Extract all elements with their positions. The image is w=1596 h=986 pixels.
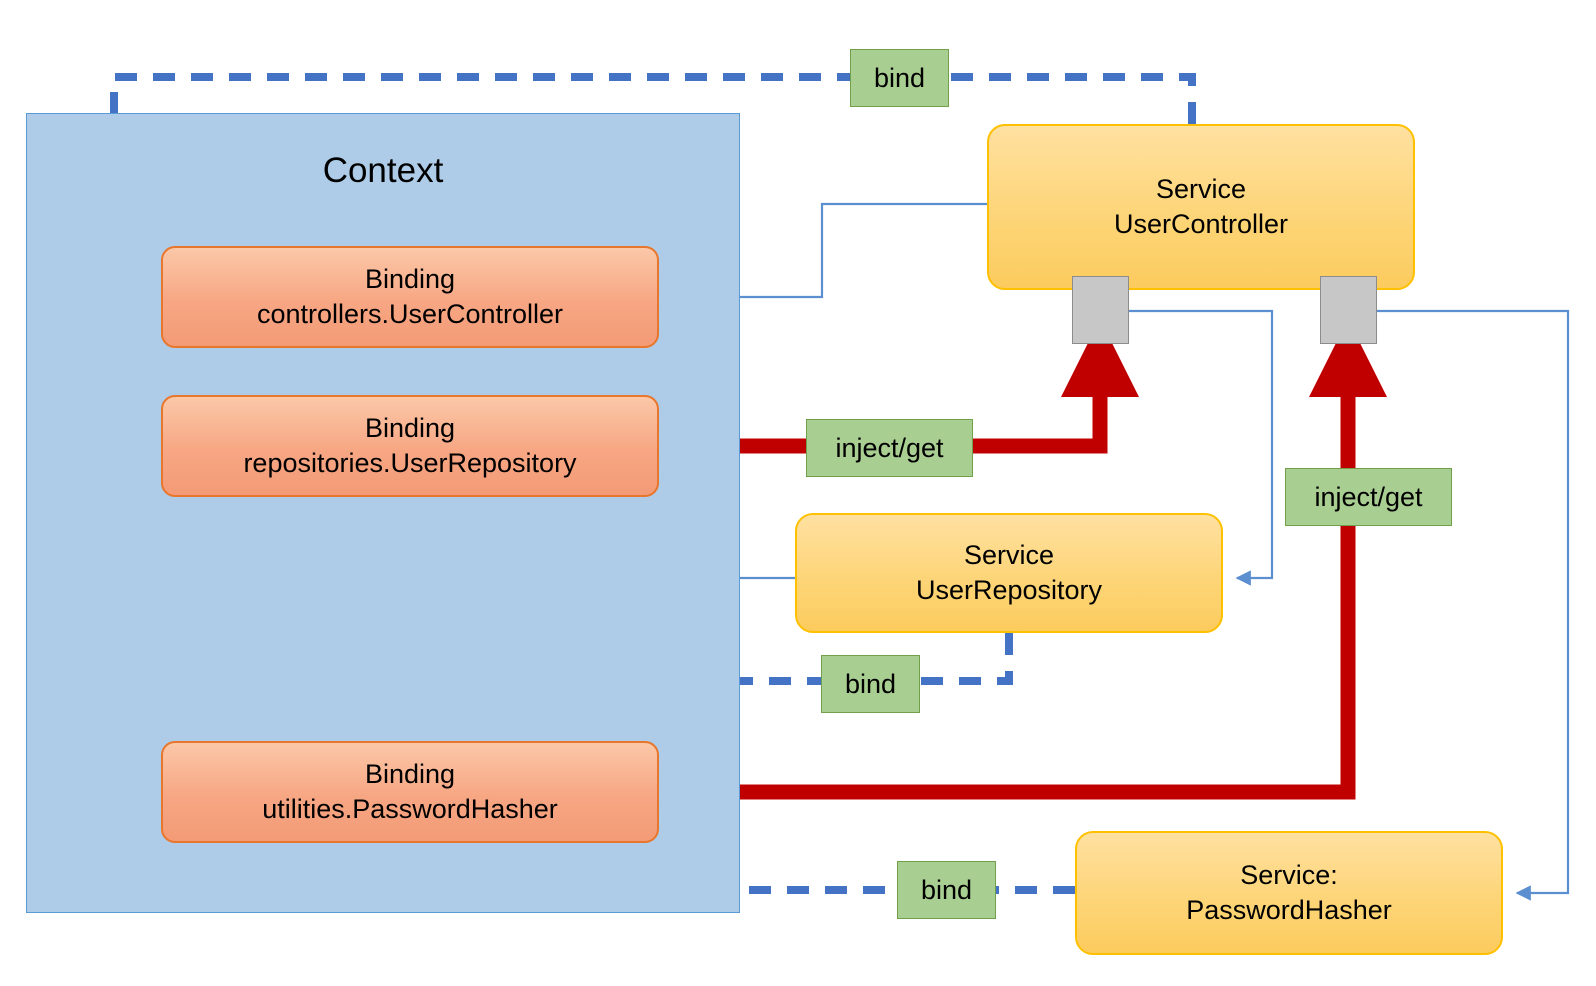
service-ur-line1: Service xyxy=(963,539,1055,570)
service-password-hasher[interactable]: Service: PasswordHasher xyxy=(1075,831,1503,955)
dependency-slot-password-hasher[interactable] xyxy=(1320,276,1377,344)
binding-ur-line1: Binding xyxy=(364,413,456,444)
label-bind-user-controller: bind xyxy=(850,49,949,107)
service-ph-line2: PasswordHasher xyxy=(1186,895,1392,925)
binding-ph-line1: Binding xyxy=(364,759,456,790)
binding-password-hasher[interactable]: Binding utilities.PasswordHasher xyxy=(161,741,659,843)
service-ur-line2: UserRepository xyxy=(915,575,1103,605)
binding-user-controller[interactable]: Binding controllers.UserController xyxy=(161,246,659,348)
label-bind-user-repository: bind xyxy=(821,655,920,713)
service-ph-line1: Service: xyxy=(1240,859,1338,890)
binding-uc-line2: controllers.UserController xyxy=(256,299,564,329)
binding-ph-line2: utilities.PasswordHasher xyxy=(262,794,558,824)
context-title: Context xyxy=(322,151,444,190)
service-uc-line1: Service xyxy=(1155,173,1247,204)
label-inject-user-repository: inject/get xyxy=(806,419,973,477)
dependency-slot-user-repository[interactable] xyxy=(1072,276,1129,344)
binding-user-repository[interactable]: Binding repositories.UserRepository xyxy=(161,395,659,497)
service-user-controller[interactable]: Service UserController xyxy=(987,124,1415,290)
binding-ur-line2: repositories.UserRepository xyxy=(243,448,577,478)
label-bind-password-hasher: bind xyxy=(897,861,996,919)
binding-uc-line1: Binding xyxy=(364,264,456,295)
wire-slot2-to-service-ph xyxy=(1377,309,1570,901)
label-inject-password-hasher: inject/get xyxy=(1285,468,1452,526)
service-uc-line2: UserController xyxy=(1113,209,1289,239)
service-user-repository[interactable]: Service UserRepository xyxy=(795,513,1223,633)
